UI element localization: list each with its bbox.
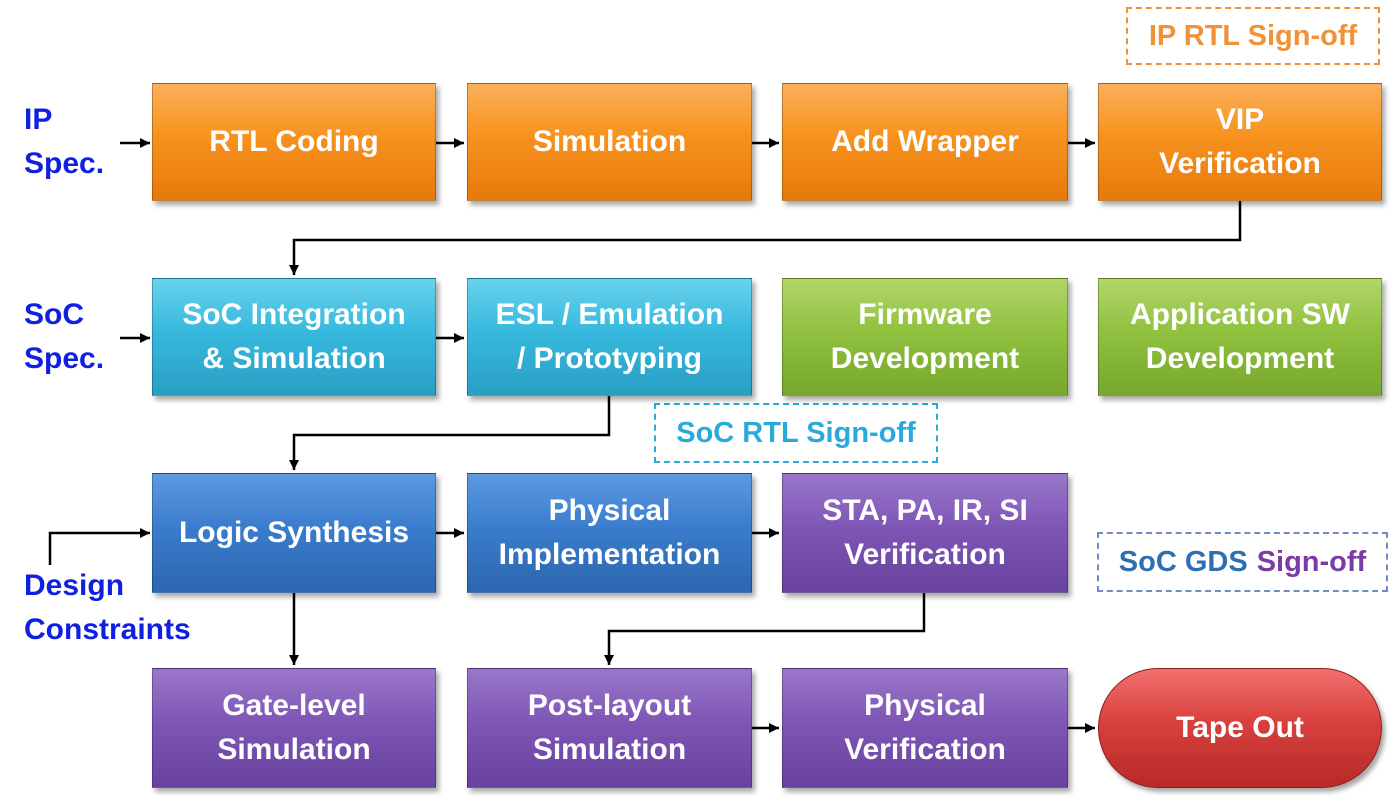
sta-verification-line-2: Verification <box>844 538 1006 571</box>
application-sw-box: Application SW Development <box>1098 278 1382 396</box>
gate-level-simulation-line-2: Simulation <box>217 733 371 766</box>
soc-gds-signoff-label: SoC GDS Sign-off <box>1097 532 1388 592</box>
firmware-development-line-1: Firmware <box>858 298 992 331</box>
physical-implementation-line-1: Physical <box>548 494 671 527</box>
add-wrapper-box: Add Wrapper <box>782 83 1068 201</box>
soc-integration-line-1: SoC Integration <box>182 298 406 331</box>
soc-rtl-signoff-text: SoC RTL Sign-off <box>676 416 916 449</box>
gate-level-simulation-line-1: Gate-level <box>222 689 366 722</box>
ip-spec-line-2: Spec. <box>24 147 105 180</box>
ip-rtl-signoff-label: IP RTL Sign-off <box>1126 7 1380 65</box>
tape-out-box: Tape Out <box>1098 668 1382 788</box>
firmware-development-line-2: Development <box>830 342 1020 375</box>
vip-verification-line-1: VIP <box>1215 103 1265 136</box>
sta-verification-box: STA, PA, IR, SI Verification <box>782 473 1068 593</box>
ip-rtl-signoff-text: IP RTL Sign-off <box>1148 19 1358 52</box>
add-wrapper-text: Add Wrapper <box>831 125 1019 158</box>
esl-emulation-line-1: ESL / Emulation <box>495 298 724 331</box>
logic-synthesis-text: Logic Synthesis <box>178 516 410 549</box>
soc-spec-line-2: Spec. <box>24 342 105 375</box>
gate-level-simulation-box: Gate-level Simulation <box>152 668 436 788</box>
post-layout-simulation-box: Post-layout Simulation <box>467 668 752 788</box>
soc-rtl-signoff-label: SoC RTL Sign-off <box>654 403 938 463</box>
soc-gds-signoff-text-b: Sign-off <box>1256 545 1367 578</box>
arrow-constraints-to-synthesis <box>48 528 150 565</box>
application-sw-line-2: Development <box>1145 342 1335 375</box>
arrow-vip-to-soc-integration <box>289 201 1242 275</box>
vip-verification-box: VIP Verification <box>1098 83 1382 201</box>
physical-verification-box: Physical Verification <box>782 668 1068 788</box>
application-sw-line-1: Application SW <box>1130 298 1350 331</box>
arrow-esl-to-synthesis <box>289 396 611 470</box>
design-constraints-line-1: Design <box>24 569 125 602</box>
simulation-text: Simulation <box>532 125 687 158</box>
physical-implementation-line-2: Implementation <box>498 538 721 571</box>
physical-verification-line-2: Verification <box>844 733 1006 766</box>
post-layout-simulation-line-2: Simulation <box>532 733 687 766</box>
logic-synthesis-box: Logic Synthesis <box>152 473 436 593</box>
post-layout-simulation-line-1: Post-layout <box>527 689 692 722</box>
vip-verification-line-2: Verification <box>1159 147 1321 180</box>
simulation-box: Simulation <box>467 83 752 201</box>
design-constraints-label: Design Constraints <box>24 564 191 652</box>
soc-integration-box: SoC Integration & Simulation <box>152 278 436 396</box>
ip-spec-label: IP Spec. <box>24 98 104 186</box>
esl-emulation-box: ESL / Emulation / Prototyping <box>467 278 752 396</box>
arrow-sta-to-postlayout <box>604 593 926 665</box>
ip-spec-line-1: IP <box>24 103 53 136</box>
esl-emulation-line-2: / Prototyping <box>517 342 702 375</box>
soc-spec-line-1: SoC <box>24 298 84 331</box>
sta-verification-line-1: STA, PA, IR, SI <box>822 494 1028 527</box>
rtl-coding-box: RTL Coding <box>152 83 436 201</box>
design-constraints-line-2: Constraints <box>24 613 191 646</box>
physical-verification-line-1: Physical <box>864 689 986 722</box>
tape-out-text: Tape Out <box>1176 711 1304 744</box>
rtl-coding-text: RTL Coding <box>209 125 379 158</box>
soc-gds-signoff-text-a: SoC GDS <box>1118 545 1248 578</box>
physical-implementation-box: Physical Implementation <box>467 473 752 593</box>
firmware-development-box: Firmware Development <box>782 278 1068 396</box>
soc-integration-line-2: & Simulation <box>202 342 386 375</box>
soc-spec-label: SoC Spec. <box>24 293 104 381</box>
